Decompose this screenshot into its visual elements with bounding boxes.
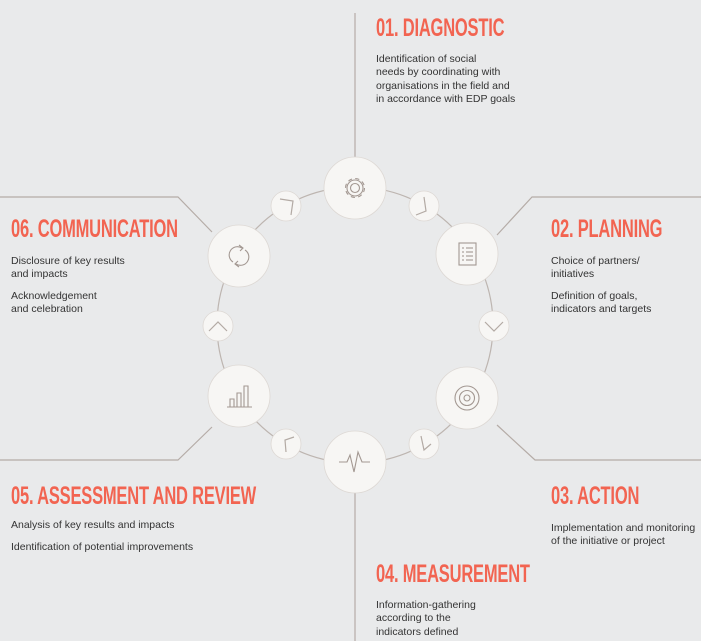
stage-title-planning: 02. PLANNING <box>551 215 663 243</box>
stage-node-assessment <box>207 364 271 428</box>
connector-line-action <box>496 424 701 461</box>
connector-line-communication <box>0 196 213 233</box>
arrow-node-3 <box>478 310 510 342</box>
stage-node-action <box>435 366 499 430</box>
gear-icon <box>344 177 366 199</box>
stage-desc-text: Implementation and monitoring of the ini… <box>551 522 696 548</box>
stage-node-diagnostic <box>323 156 387 220</box>
stage-desc-text: Identification of social needs by coordi… <box>376 53 516 105</box>
stage-title-diagnostic: 01. DIAGNOSTIC <box>376 14 505 42</box>
stage-desc-text: Acknowledgement and celebration <box>11 290 97 316</box>
stage-desc-text: Analysis of key results and impacts <box>11 519 175 531</box>
stage-desc-text: Disclosure of key results and impacts <box>11 255 125 281</box>
target-icon <box>454 385 480 411</box>
chevron-icon <box>415 196 427 216</box>
stage-desc-communication: Disclosure of key results and impacts Ac… <box>11 255 171 317</box>
stage-node-communication <box>207 224 271 288</box>
stage-desc-text: Choice of partners/ initiatives <box>551 255 640 281</box>
arrow-node-1 <box>270 190 302 222</box>
bar-chart-icon <box>227 385 252 408</box>
stage-title-communication: 06. COMMUNICATION <box>11 215 178 243</box>
stage-desc-text: Definition of goals, indicators and targ… <box>551 290 652 316</box>
stage-node-measurement <box>323 430 387 494</box>
stage-desc-assessment: Analysis of key results and impacts Iden… <box>11 519 261 554</box>
chevron-icon <box>284 436 295 453</box>
arrow-node-4 <box>408 428 440 460</box>
stage-title-assessment: 05. ASSESSMENT AND REVIEW <box>11 482 257 510</box>
stage-desc-text: Information-gathering according to the i… <box>376 599 476 638</box>
stage-desc-text: Identification of potential improvements <box>11 540 194 553</box>
document-list-icon <box>458 242 477 266</box>
arrow-node-2 <box>408 190 440 222</box>
chevron-icon <box>420 435 432 452</box>
arrow-node-5 <box>270 428 302 460</box>
stage-desc-action: Implementation and monitoring of the ini… <box>551 522 701 549</box>
pulse-icon <box>339 450 370 473</box>
chevron-up-icon <box>208 321 228 332</box>
connector-line-planning <box>496 196 701 236</box>
chevron-icon <box>279 198 294 216</box>
stage-desc-diagnostic: Identification of social needs by coordi… <box>376 53 546 106</box>
arrow-node-6 <box>202 310 234 342</box>
stage-title-action: 03. ACTION <box>551 482 640 510</box>
connector-line-assessment <box>0 426 213 461</box>
stage-desc-measurement: Information-gathering according to the i… <box>376 599 546 639</box>
refresh-icon <box>228 244 250 268</box>
stage-desc-planning: Choice of partners/ initiatives Definiti… <box>551 255 699 317</box>
chevron-down-icon <box>484 321 504 332</box>
stage-node-planning <box>435 222 499 286</box>
stage-title-measurement: 04. MEASUREMENT <box>376 560 530 588</box>
